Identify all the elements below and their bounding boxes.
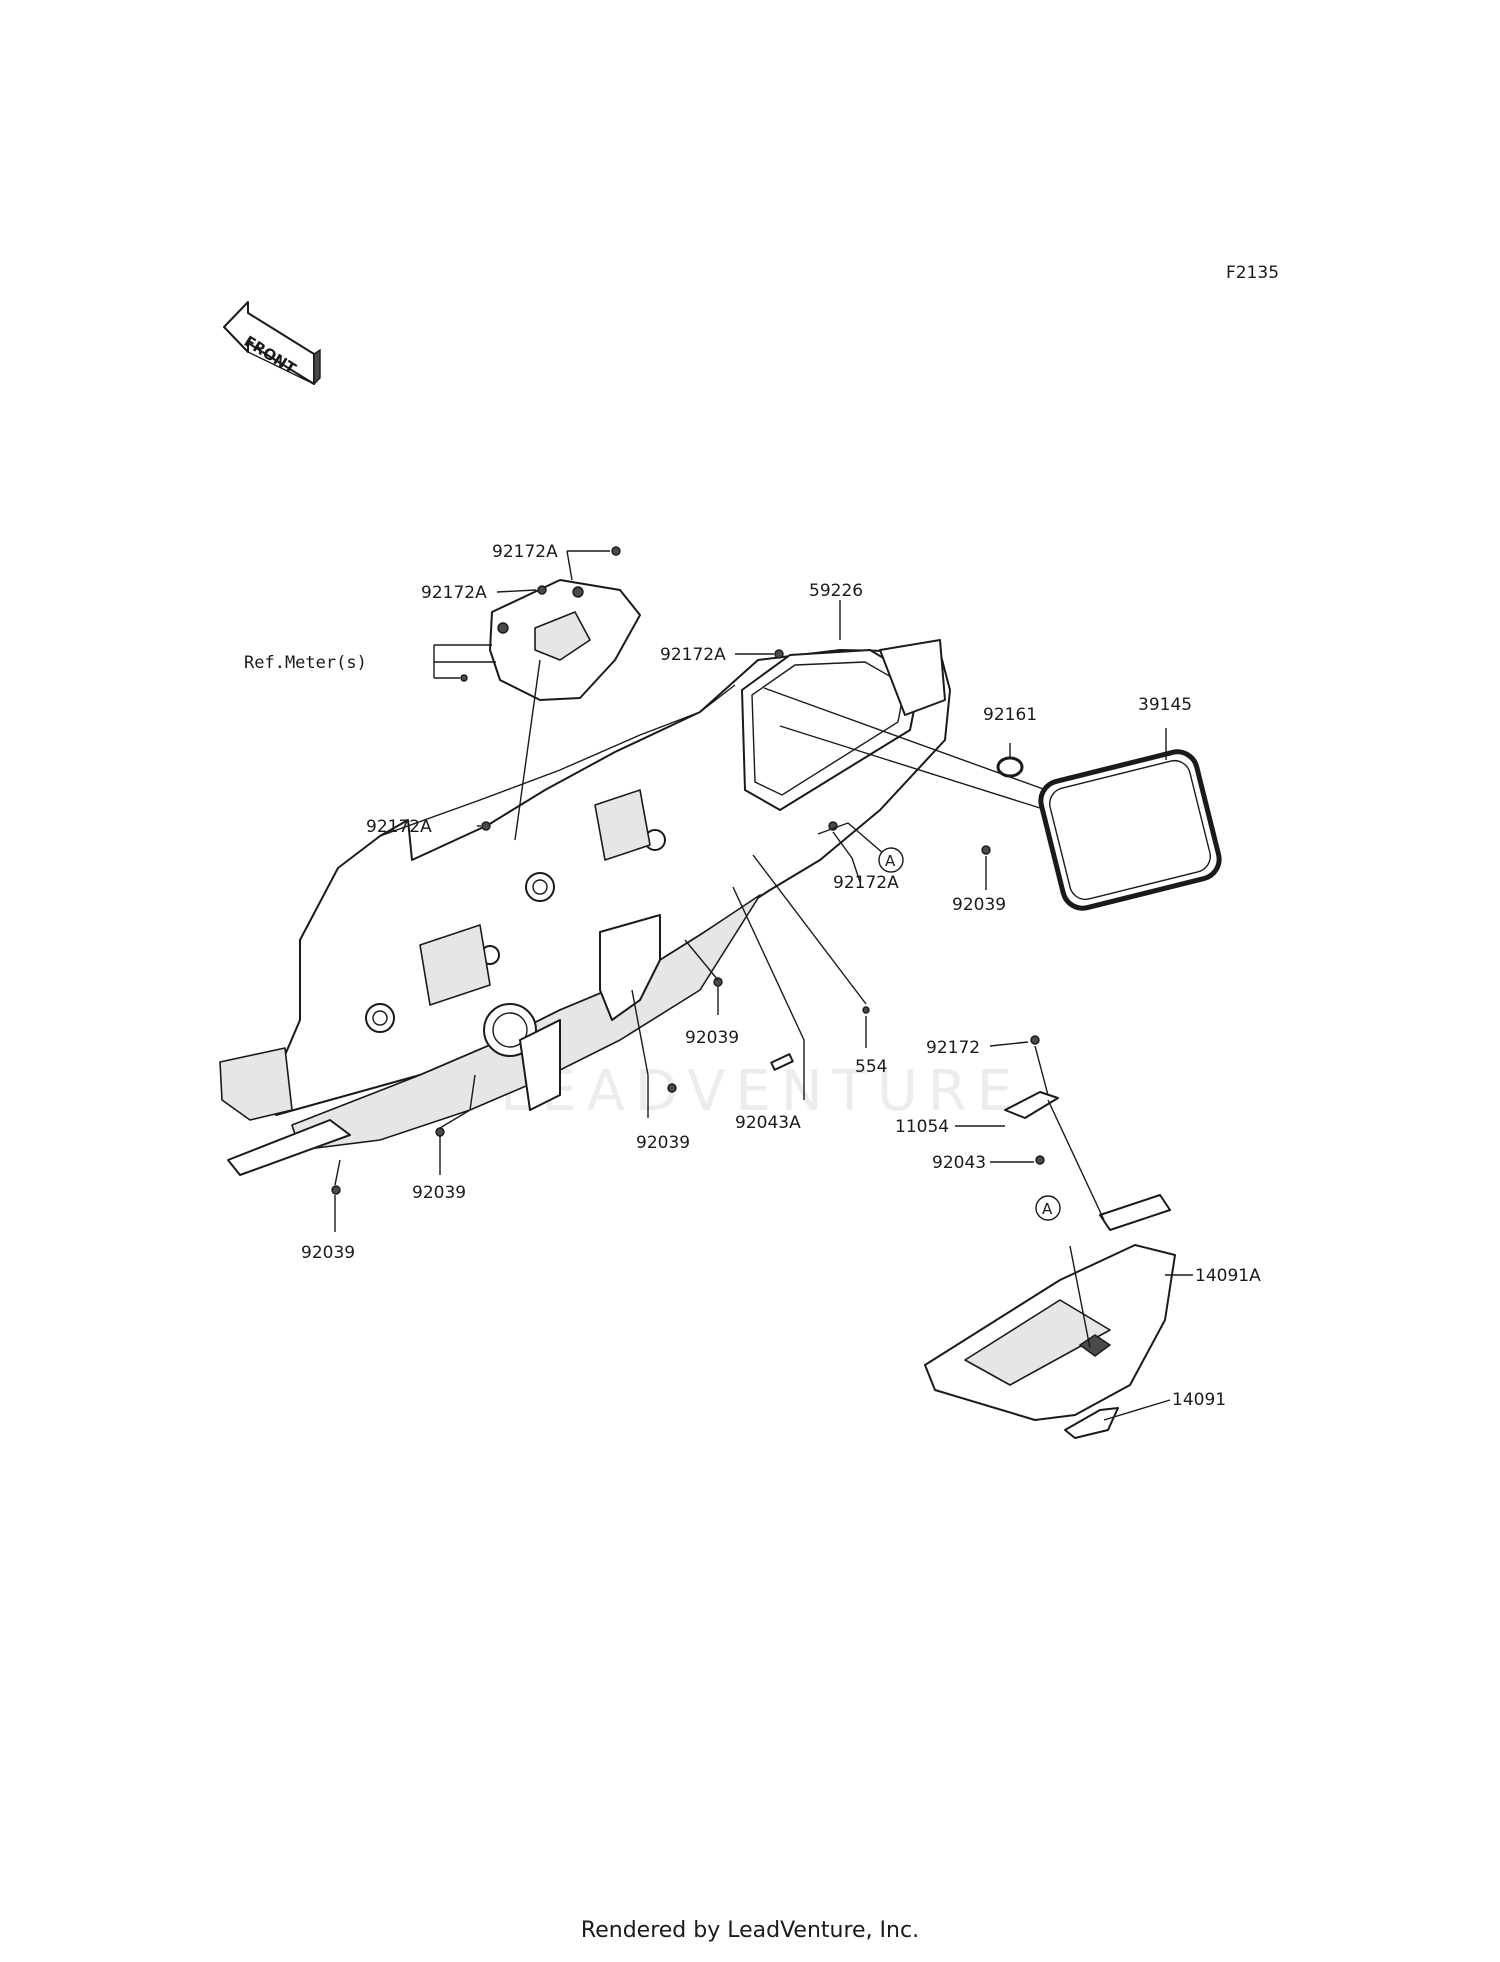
callout-39145: 39145 <box>1138 695 1192 715</box>
reference-marker-a-1-label: A <box>885 852 896 870</box>
reference-marker-a-1: A <box>878 847 904 873</box>
latch-14091 <box>1064 1407 1119 1439</box>
callout-92043a: 92043A <box>735 1113 801 1133</box>
callout-ref-meters: Ref.Meter(s) <box>244 653 367 673</box>
callout-92039-3: 92039 <box>636 1133 690 1153</box>
front-arrow-icon: FRONT <box>223 301 321 386</box>
footer-credit: Rendered by LeadVenture, Inc. <box>580 1918 920 1943</box>
callout-92039-1: 92039 <box>952 895 1006 915</box>
reference-marker-a-2-label: A <box>1042 1200 1053 1218</box>
callout-92039-2: 92039 <box>685 1028 739 1048</box>
callout-92172a-1: 92172A <box>492 542 558 562</box>
reference-marker-a-2: A <box>1035 1195 1061 1221</box>
callout-92172a-5: 92172A <box>833 873 899 893</box>
callout-labels: 92172A 92172A Ref.Meter(s) 59226 92172A … <box>244 542 1261 1410</box>
dash-panel-assembly <box>219 639 951 1176</box>
callout-92172a-3: 92172A <box>660 645 726 665</box>
leader-lines <box>334 550 1193 1421</box>
callout-92039-5: 92039 <box>301 1243 355 1263</box>
callout-92172: 92172 <box>926 1038 980 1058</box>
callout-92172a-2: 92172A <box>421 583 487 603</box>
watermark-text: LEADVENTURE <box>500 1059 1022 1124</box>
figure-code: F2135 <box>1226 263 1279 283</box>
callout-14091a: 14091A <box>1195 1266 1261 1286</box>
callout-59226: 59226 <box>809 581 863 601</box>
callout-92039-4: 92039 <box>412 1183 466 1203</box>
gasket-39145 <box>1038 749 1222 911</box>
callout-92161: 92161 <box>983 705 1037 725</box>
callout-14091: 14091 <box>1172 1390 1226 1410</box>
meter-bracket <box>489 579 641 701</box>
callout-554: 554 <box>855 1057 887 1077</box>
callout-92172a-4: 92172A <box>366 817 432 837</box>
bracket-11054 <box>1004 1091 1059 1119</box>
callout-92043: 92043 <box>932 1153 986 1173</box>
callout-11054: 11054 <box>895 1117 949 1137</box>
glovebox-lid <box>924 1194 1176 1421</box>
